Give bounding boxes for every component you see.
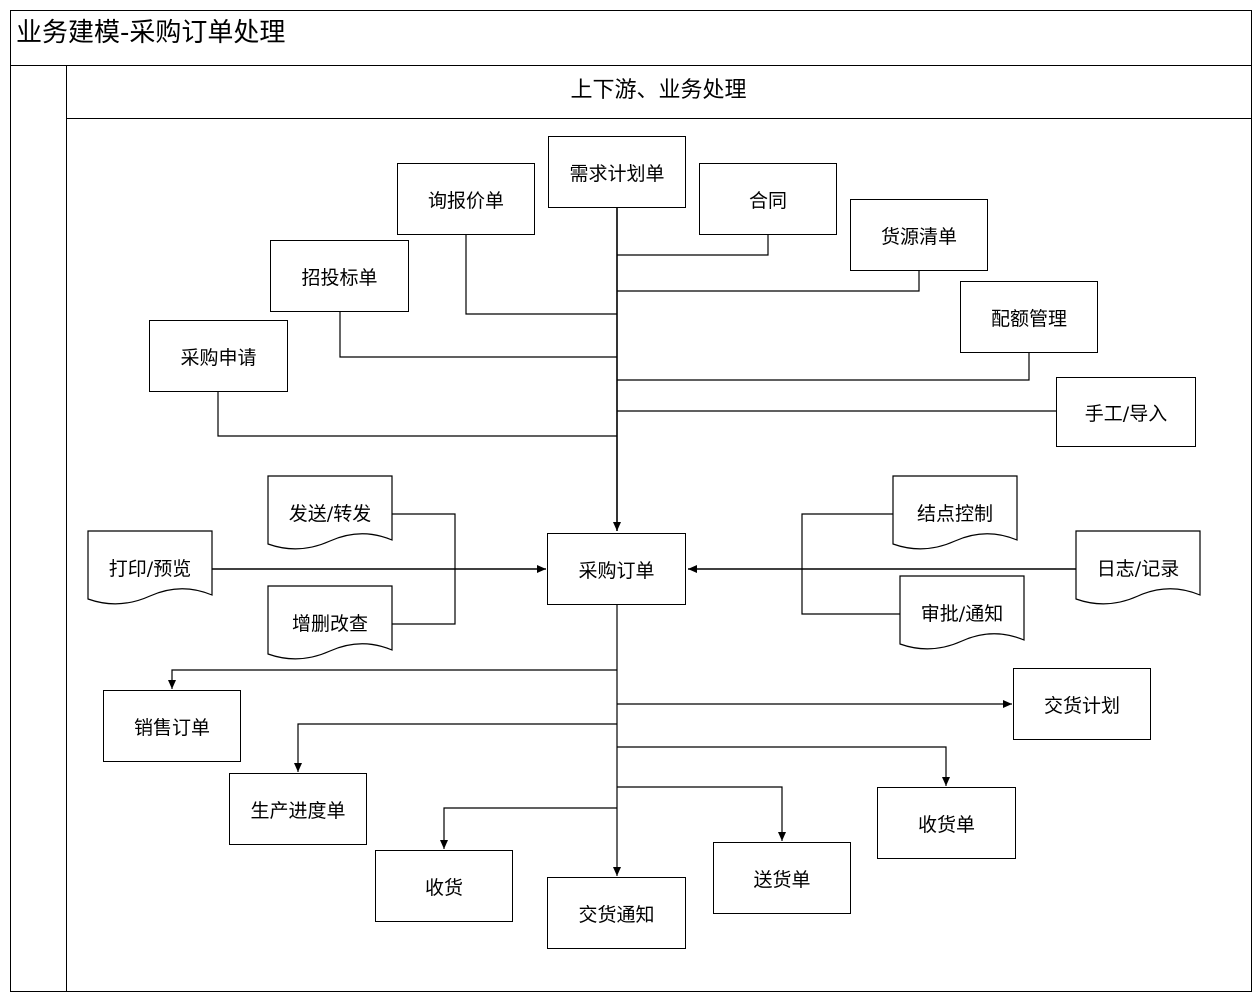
connector-inquiry: [465, 235, 617, 315]
connector-send-forward: [392, 513, 456, 625]
box-sales-order: 销售订单: [103, 690, 241, 762]
connector-node-control: [801, 513, 900, 615]
doc-approval-notice: 审批/通知: [920, 602, 1004, 625]
box-quota: 配额管理: [960, 281, 1098, 353]
doc-shape-log-record: [1075, 530, 1201, 605]
connector-delivery-note: [617, 786, 786, 841]
box-bidding: 招投标单: [270, 240, 409, 312]
lane-title: 上下游、业务处理: [570, 78, 747, 103]
connector-contract: [617, 235, 769, 256]
box-delivery-note: 送货单: [713, 842, 851, 914]
box-contract: 合同: [699, 163, 837, 235]
box-delivery-plan: 交货计划: [1013, 668, 1151, 740]
doc-send-forward: 发送/转发: [288, 502, 372, 525]
doc-node-control: 结点控制: [916, 502, 993, 525]
connector-receiving: [440, 807, 617, 849]
doc-shape-approval-notice: [899, 575, 1025, 650]
box-purchase-request: 采购申请: [149, 320, 288, 392]
doc-print-preview: 打印/预览: [108, 557, 192, 580]
box-inquiry: 询报价单: [397, 163, 535, 235]
connector-purchase-request: [217, 391, 617, 437]
box-goods-receipt: 收货单: [877, 787, 1016, 859]
doc-log-record: 日志/记录: [1096, 557, 1180, 580]
doc-crud: 增删改查: [291, 612, 368, 635]
page-title: 业务建模-采购订单处理: [16, 18, 286, 48]
box-production-progress: 生产进度单: [229, 773, 367, 845]
connector-sales-order: [168, 669, 617, 689]
doc-shape-crud: [267, 585, 393, 660]
doc-shape-send-forward: [267, 475, 393, 550]
connector-source-list: [617, 270, 920, 292]
box-delivery-notice: 交货通知: [547, 877, 686, 949]
box-manual-import: 手工/导入: [1056, 377, 1196, 447]
box-source-list: 货源清单: [850, 199, 988, 271]
connector-goods-receipt: [617, 746, 950, 786]
doc-shape-node-control: [892, 475, 1018, 550]
connector-bidding: [339, 311, 617, 358]
box-purchase-order: 采购订单: [547, 533, 686, 605]
box-receiving: 收货: [375, 850, 513, 922]
connector-quota: [617, 352, 1030, 381]
doc-shape-print-preview: [87, 530, 213, 605]
lane-sidebar: [10, 65, 67, 992]
box-demand-plan: 需求计划单: [548, 136, 686, 208]
connector-production-progress: [294, 723, 617, 772]
